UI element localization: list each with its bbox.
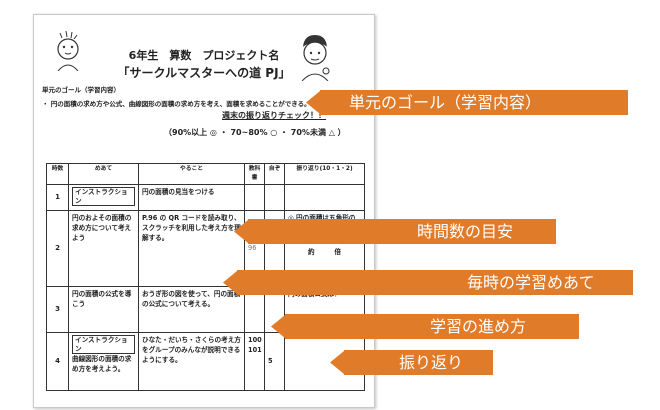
arrow-left-icon (330, 350, 493, 375)
callout-unit-goal: 単元のゴール（学習内容） (306, 90, 628, 115)
header-goal: めあて (68, 163, 139, 185)
header-self: 自ぞ (264, 163, 285, 185)
instruction-tag: インストラクション (72, 334, 135, 355)
header-lesson-count: 時数 (46, 163, 69, 185)
row-number: 3 (46, 285, 69, 333)
worksheet-document: 6年生 算数 プロジェクト名 「サークルマスターへの道 PJ」 単元のゴール（学… (33, 14, 375, 408)
row-todo: P.96 の QR コードを読み取り、スクラッチを利用した考え方を理解する。 (138, 209, 245, 287)
header-reflection: 振り返り(10・1・2) (284, 163, 365, 185)
arrow-left-icon (223, 270, 633, 295)
row-number: 1 (46, 183, 69, 211)
header-todo: やること (138, 163, 245, 185)
row-goal: インストラクション 曲線図形の面積の求め方を考えよう。 (68, 331, 139, 391)
callout-time-estimate: 時間数の目安 (234, 219, 556, 244)
row-goal: 円の面積の公式を導こう (68, 285, 139, 333)
callout-label: 時間数の目安 (417, 222, 514, 241)
row-todo: おうぎ形の図を使って、円の面積の公式について考える。 (138, 285, 245, 333)
weekly-check-title: 週末の振り返りチェック！！ (222, 111, 326, 120)
row-goal-text: 曲線図形の面積の求め方を考えよう。 (72, 355, 132, 374)
student-face-right-illustration (301, 35, 330, 81)
row-goal: 円のおよその面積の求め方について考えよう (68, 209, 139, 287)
row-todo: ひなた・だいち・さくらの考え方をグループのみんなが説明できるようにする。 (138, 331, 245, 391)
row-reflection (284, 183, 365, 211)
callout-lesson-goal: 毎時の学習めあて (223, 270, 633, 295)
student-face-left-illustration (57, 30, 79, 71)
goal-text: ・ 円の面積の求め方や公式、曲線図形の面積の求め方を考え、面積を求めることができ… (42, 100, 311, 108)
callout-label: 毎時の学習めあて (467, 273, 595, 292)
table-row: 1 インストラクション 円の面積の見当をつける (46, 183, 365, 211)
callout-label: 単元のゴール（学習内容） (349, 93, 542, 112)
row-todo: 円の面積の見当をつける (138, 183, 245, 211)
table-row: 4 インストラクション 曲線図形の面積の求め方を考えよう。 ひなた・だいち・さく… (46, 331, 365, 391)
table-header-row: 時数 めあて やること 教科書 自ぞ 振り返り(10・1・2) (46, 163, 365, 185)
row-goal: インストラクション (68, 183, 139, 211)
row-self (264, 183, 285, 211)
arrow-left-icon (234, 219, 556, 244)
row-number: 4 (46, 331, 69, 391)
row-number: 2 (46, 209, 69, 287)
evaluation-legend: （90%以上 ◎ ・ 70~80% ○ ・ 70%未満 △ ） (164, 128, 346, 137)
reflection-answer: 約 倍 (308, 248, 341, 257)
grade-title: 6年生 算数 プロジェクト名 (128, 49, 280, 62)
row-page: 100 101 (244, 331, 265, 391)
row-page (244, 183, 265, 211)
row-self: 5 (264, 331, 285, 391)
instruction-tag: インストラクション (72, 186, 135, 207)
header-textbook: 教科書 (244, 163, 265, 185)
callout-reflection: 振り返り (330, 350, 493, 375)
goal-label: 単元のゴール（学習内容） (42, 86, 120, 94)
callout-label: 学習の進め方 (430, 317, 527, 336)
arrow-left-icon (271, 314, 579, 339)
callout-learning-steps: 学習の進め方 (271, 314, 579, 339)
project-name: 「サークルマスターへの道 PJ」 (117, 66, 291, 80)
arrow-left-icon (306, 90, 628, 115)
callout-label: 振り返り (399, 353, 464, 372)
